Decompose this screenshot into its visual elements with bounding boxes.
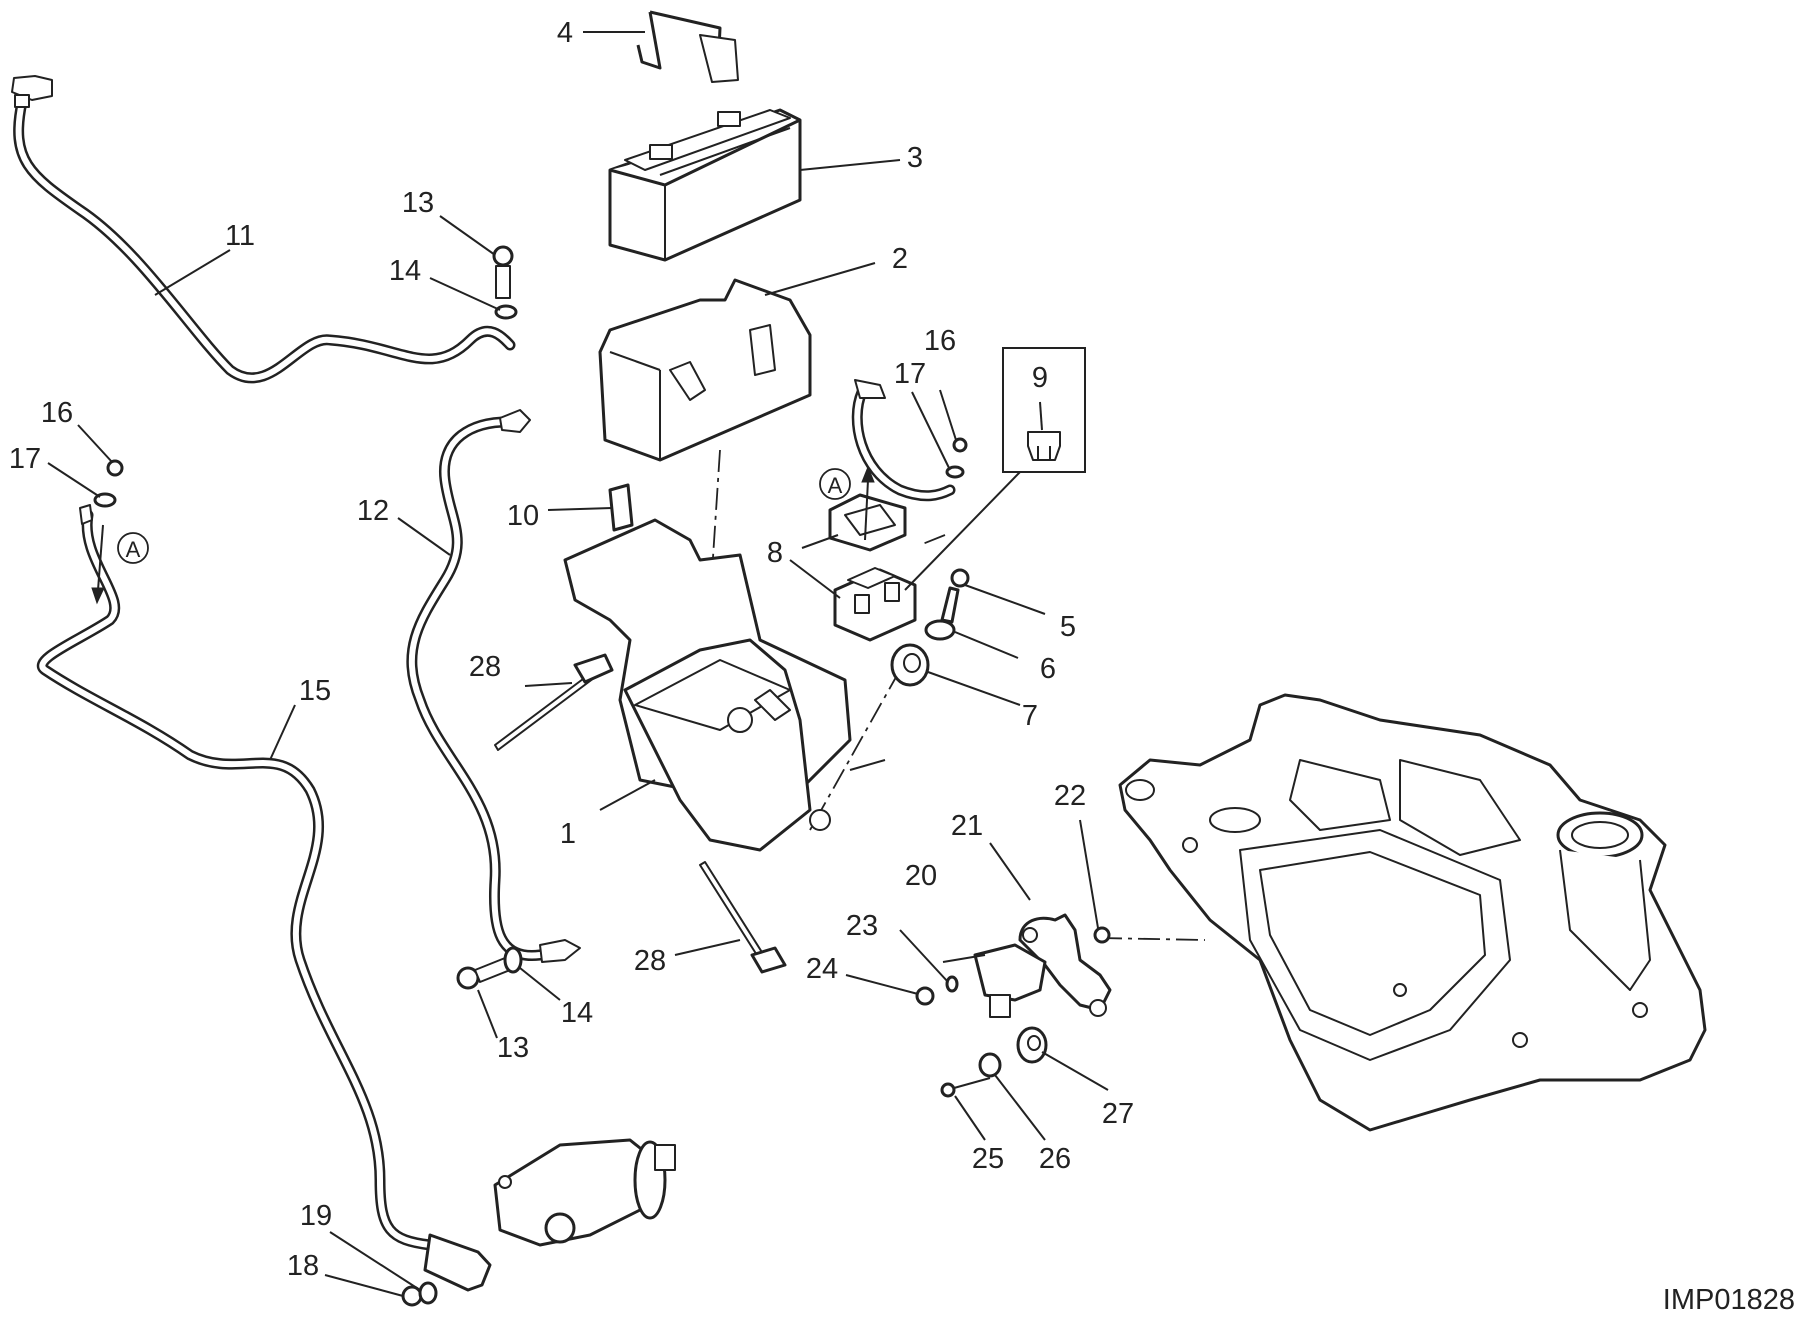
connection-arrow-left bbox=[91, 524, 105, 605]
washer-14-lower bbox=[503, 946, 523, 974]
callout-20: 20 bbox=[905, 860, 937, 892]
drawing-reference-code: IMP01828 bbox=[1662, 1284, 1795, 1316]
callout-27: 27 bbox=[1102, 1098, 1134, 1130]
callout-25: 25 bbox=[972, 1143, 1004, 1175]
grommet-27 bbox=[1016, 1026, 1048, 1064]
washer-17-right bbox=[945, 465, 965, 479]
callout-16-left: 16 bbox=[41, 397, 73, 429]
battery-tray-2 bbox=[598, 278, 812, 462]
callout-21: 21 bbox=[951, 810, 983, 842]
callout-labels: 1 2 3 4 5 6 7 8 9 10 11 12 13 13 14 14 1… bbox=[9, 17, 1134, 1282]
screw-25 bbox=[940, 1077, 991, 1098]
washer-6 bbox=[924, 619, 956, 641]
washer-14-upper bbox=[494, 304, 518, 320]
washer-26 bbox=[978, 1052, 1002, 1078]
grommet-7 bbox=[890, 643, 930, 687]
cable-tie-28-upper bbox=[494, 653, 614, 751]
callout-10: 10 bbox=[507, 500, 539, 532]
starter-relay-8 bbox=[833, 567, 917, 642]
callout-22: 22 bbox=[1054, 780, 1086, 812]
callout-9: 9 bbox=[1032, 362, 1048, 394]
callout-8: 8 bbox=[767, 537, 783, 569]
sensor-20 bbox=[973, 943, 1047, 1018]
callout-16-right: 16 bbox=[924, 325, 956, 357]
motorcycle-frame bbox=[1118, 693, 1707, 1132]
callout-6: 6 bbox=[1040, 653, 1056, 685]
callout-5: 5 bbox=[1060, 611, 1076, 643]
bolt-13-upper bbox=[492, 245, 514, 299]
bolt-5 bbox=[940, 568, 970, 624]
screw-22 bbox=[1093, 926, 1111, 944]
callout-11: 11 bbox=[225, 220, 255, 252]
battery-strap-4 bbox=[636, 10, 739, 83]
callout-23: 23 bbox=[846, 910, 878, 942]
callout-14-upper: 14 bbox=[389, 255, 421, 287]
cable-tie-28-lower bbox=[699, 861, 787, 974]
screw-16-right bbox=[952, 437, 968, 453]
connection-marker-a-left-label: A bbox=[126, 537, 141, 562]
battery-cable-11 bbox=[11, 75, 516, 384]
callout-15: 15 bbox=[299, 675, 331, 707]
fuse-9-callout-box bbox=[1002, 347, 1086, 473]
connection-arrow-right bbox=[861, 465, 875, 541]
callout-13-upper: 13 bbox=[402, 187, 434, 219]
callout-4: 4 bbox=[557, 17, 573, 49]
callout-12: 12 bbox=[357, 495, 389, 527]
callout-28-lower: 28 bbox=[634, 945, 666, 977]
callout-3: 3 bbox=[907, 142, 923, 174]
nut-24 bbox=[915, 986, 935, 1006]
callout-7: 7 bbox=[1022, 700, 1038, 732]
callout-14-lower: 14 bbox=[561, 997, 593, 1029]
callout-24: 24 bbox=[806, 953, 838, 985]
battery-box-1 bbox=[563, 518, 886, 852]
washer-19 bbox=[418, 1281, 438, 1305]
starter-motor bbox=[493, 1138, 676, 1247]
screw-16-left bbox=[106, 459, 124, 477]
callout-19: 19 bbox=[300, 1200, 332, 1232]
connection-marker-a-left: A bbox=[117, 532, 149, 564]
callout-26: 26 bbox=[1039, 1143, 1071, 1175]
callout-17-left: 17 bbox=[9, 443, 41, 475]
callout-2: 2 bbox=[892, 243, 908, 275]
starter-cable-15 bbox=[36, 504, 492, 1292]
callout-18: 18 bbox=[287, 1250, 319, 1282]
connection-marker-a-right-label: A bbox=[828, 473, 843, 498]
callout-28-upper: 28 bbox=[469, 651, 501, 683]
connection-marker-a-right: A bbox=[819, 468, 851, 500]
callout-17-right: 17 bbox=[894, 358, 926, 390]
callout-13-lower: 13 bbox=[497, 1032, 529, 1064]
bolt-13-lower bbox=[456, 957, 511, 990]
washer-23 bbox=[945, 975, 959, 993]
relay-short-cable bbox=[851, 379, 956, 502]
battery-3 bbox=[608, 108, 802, 262]
callout-1: 1 bbox=[560, 818, 576, 850]
bracket-21 bbox=[1018, 913, 1112, 1017]
fuse-connector-10 bbox=[608, 483, 634, 532]
ground-cable-12 bbox=[406, 409, 581, 963]
leader-lines bbox=[47, 31, 1109, 1297]
